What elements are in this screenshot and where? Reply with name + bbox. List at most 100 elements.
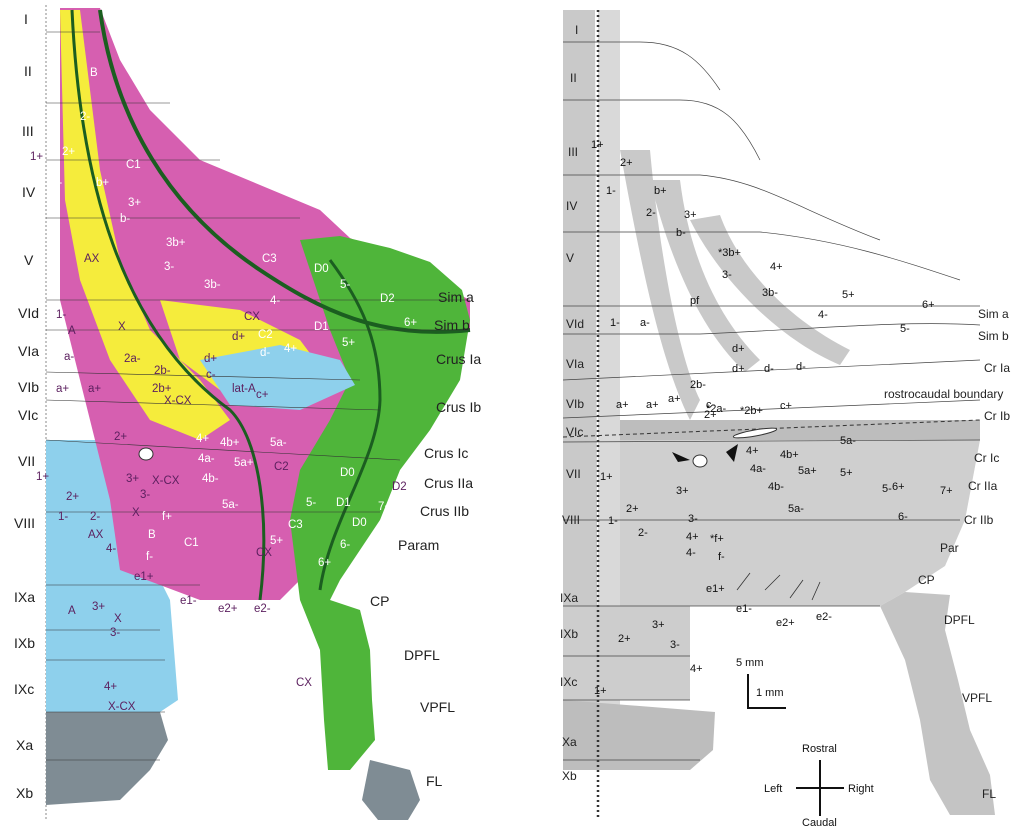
left-zone-label-60: 1+ xyxy=(36,471,49,483)
right-zone-label-37: 1+ xyxy=(600,471,613,483)
left-zone-label-71: f- xyxy=(146,551,153,563)
left-zone-label-68: 4- xyxy=(106,543,116,555)
right-side-cr-ic: Cr Ic xyxy=(974,451,999,465)
left-zone-label-52: C3 xyxy=(288,519,303,531)
right-zone-label-24: a+ xyxy=(616,399,629,411)
left-zone-label-41: 4+ xyxy=(196,433,209,445)
left-lobule-III: III xyxy=(22,123,34,139)
left-lobule-II: II xyxy=(24,63,32,79)
left-zone-label-66: 2- xyxy=(90,511,100,523)
left-zone-label-43: 5a- xyxy=(270,437,287,449)
right-zone-label-51: 4- xyxy=(686,547,696,559)
right-panel-map xyxy=(563,10,1005,820)
left-lobule-V: V xyxy=(24,252,34,268)
left-zone-label-80: X xyxy=(114,613,122,625)
left-zone-label-12: C3 xyxy=(262,253,277,265)
left-side-cp: CP xyxy=(370,593,389,609)
right-zone-label-38: 4b- xyxy=(768,481,784,493)
right-lobule-VIc: VIc xyxy=(566,425,583,439)
left-zone-label-84: CX xyxy=(296,677,312,689)
compass-right: Right xyxy=(848,783,874,795)
right-zone-label-43: 3+ xyxy=(676,485,689,497)
left-zone-label-37: lat-A xyxy=(232,383,256,395)
left-zone-label-59: 5+ xyxy=(270,535,283,547)
left-zone-label-79: 3+ xyxy=(92,601,105,613)
scale-bar: 5 mm 1 mm xyxy=(736,657,786,708)
right-side-rostrocaudal: rostrocaudal boundary xyxy=(884,387,1003,401)
left-zone-label-55: 7+ xyxy=(378,501,391,513)
right-zone-label-30: c+ xyxy=(780,400,792,412)
left-zone-label-29: a- xyxy=(64,351,74,363)
right-side-sim-a: Sim a xyxy=(978,307,1009,321)
left-lobule-VII: VII xyxy=(18,453,35,469)
right-zone-label-26: a+ xyxy=(668,393,681,405)
left-zone-label-45: 5a+ xyxy=(234,457,254,469)
left-zone-label-49: D0 xyxy=(340,467,355,479)
right-zone-label-2: 1- xyxy=(606,185,616,197)
right-zone-label-45: 6- xyxy=(898,511,908,523)
right-zone-label-46: 1- xyxy=(608,515,618,527)
left-zone-label-27: d- xyxy=(260,347,270,359)
right-zone-label-17: a- xyxy=(640,317,650,329)
left-zone-label-18: D1 xyxy=(314,321,329,333)
right-side-cp: CP xyxy=(918,573,935,587)
left-zone-label-77: e2+ xyxy=(218,603,238,615)
left-zone-label-48: C2 xyxy=(274,461,289,473)
left-zone-label-42: 4b+ xyxy=(220,437,240,449)
left-zone-label-36: a+ xyxy=(88,383,101,395)
right-side-cr-iib: Cr IIb xyxy=(964,513,994,527)
left-zone-label-67: AX xyxy=(88,529,104,541)
left-zone-label-5: C1 xyxy=(126,159,141,171)
left-side-crus-iib: Crus IIb xyxy=(420,503,469,519)
left-lobule-VId: VId xyxy=(18,305,39,321)
left-zone-label-24: CX xyxy=(244,311,260,323)
left-zone-label-16: D2 xyxy=(380,293,395,305)
left-panel-map xyxy=(46,5,470,820)
left-lobule-IXa: IXa xyxy=(14,589,35,605)
left-zone-label-33: d+ xyxy=(204,353,217,365)
left-zone-label-64: 3- xyxy=(140,489,150,501)
left-zone-label-38: X-CX xyxy=(164,395,192,407)
left-zone-label-19: 5+ xyxy=(342,337,355,349)
left-zone-label-62: 1- xyxy=(58,511,68,523)
left-lobule-IXc: IXc xyxy=(14,681,34,697)
left-lobule-Xb: Xb xyxy=(16,785,33,801)
right-lobule-III: III xyxy=(568,145,578,159)
left-zone-label-70: f+ xyxy=(162,511,172,523)
right-zone-label-18: d+ xyxy=(732,343,745,355)
right-zone-label-28: 2+ xyxy=(704,409,717,421)
left-lobule-VIa: VIa xyxy=(18,343,39,359)
left-zone-label-76: e1- xyxy=(180,595,197,607)
left-lobule-IV: IV xyxy=(22,184,36,200)
right-zone-label-13: 4- xyxy=(818,309,828,321)
left-side-dpfl: DPFL xyxy=(404,647,440,663)
nodulus-gray xyxy=(46,712,168,805)
left-side-vpfl: VPFL xyxy=(420,699,455,715)
left-zone-label-31: 2b- xyxy=(154,365,171,377)
right-zone-label-34: 4a- xyxy=(750,463,766,475)
scale-label-5mm: 5 mm xyxy=(736,657,764,669)
left-zone-label-35: a+ xyxy=(56,383,69,395)
left-zone-label-81: 3- xyxy=(110,627,120,639)
right-zone-label-55: e2+ xyxy=(776,617,795,629)
right-zone-label-9: 3- xyxy=(722,269,732,281)
right-zone-label-4: 2- xyxy=(646,207,656,219)
right-zone-label-0: 1+ xyxy=(591,139,604,151)
left-zone-label-61: 2+ xyxy=(66,491,79,503)
left-side-sim-a: Sim a xyxy=(438,289,474,305)
left-lobule-Xa: Xa xyxy=(16,737,33,753)
left-zone-label-3: 1+ xyxy=(30,151,43,163)
left-zone-label-72: C1 xyxy=(184,537,199,549)
left-zone-label-39: c+ xyxy=(256,389,269,401)
compass-left: Left xyxy=(764,783,782,795)
right-foramen-dot xyxy=(693,455,707,467)
left-side-crus-ic: Crus Ic xyxy=(424,445,468,461)
left-zone-label-82: 4+ xyxy=(104,681,117,693)
right-zone-label-1: 2+ xyxy=(620,157,633,169)
left-zone-label-50: 5- xyxy=(306,497,316,509)
right-lobule-V: V xyxy=(566,251,574,265)
foramen-dot xyxy=(139,448,153,460)
left-zone-label-14: D0 xyxy=(314,263,329,275)
left-zone-label-4: 1- xyxy=(52,177,62,189)
